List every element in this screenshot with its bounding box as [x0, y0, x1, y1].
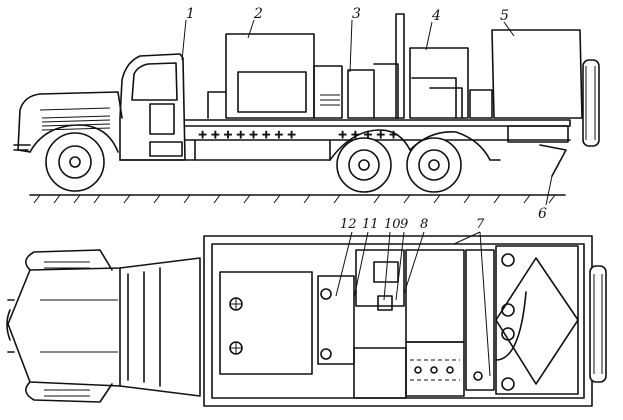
rear-wheel-1: [336, 137, 392, 193]
callout-4: 4: [431, 8, 441, 24]
front-fender: [29, 124, 119, 153]
rear-step: [507, 125, 569, 177]
top-view: [6, 231, 607, 407]
side-leaders: [181, 19, 553, 206]
top-hood: [6, 249, 201, 403]
top-spare-wheel: [589, 265, 607, 383]
callout-9: 9: [400, 217, 408, 232]
ground-line: [29, 194, 566, 204]
exhaust-stack: [395, 13, 469, 119]
tank: [347, 63, 399, 119]
top-rear-tank: [495, 245, 579, 395]
side-view: + + + + + + + + + + + + +: [13, 13, 600, 206]
callout-8: 8: [420, 217, 428, 232]
callout-1: 1: [186, 6, 195, 22]
svg-text:+ + + + + + + +: + + + + + + + +: [198, 128, 296, 141]
generator-box: [207, 33, 343, 119]
callout-7: 7: [476, 217, 485, 232]
callout-2: 2: [253, 6, 263, 22]
callout-12: 12: [340, 217, 357, 232]
rear-fender: [329, 129, 501, 161]
callout-5: 5: [500, 8, 509, 24]
callout-11: 11: [362, 217, 379, 232]
callout-3: 3: [352, 6, 361, 22]
top-leaders: [335, 231, 491, 377]
callout-6: 6: [538, 206, 547, 222]
hood-louvers: [41, 115, 111, 131]
front-wheel: [45, 132, 105, 192]
cab: [119, 53, 186, 161]
rear-wheel-2: [406, 137, 462, 193]
callout-10: 10: [384, 217, 401, 232]
top-equipment: [317, 249, 495, 399]
rear-tank: [469, 29, 600, 147]
